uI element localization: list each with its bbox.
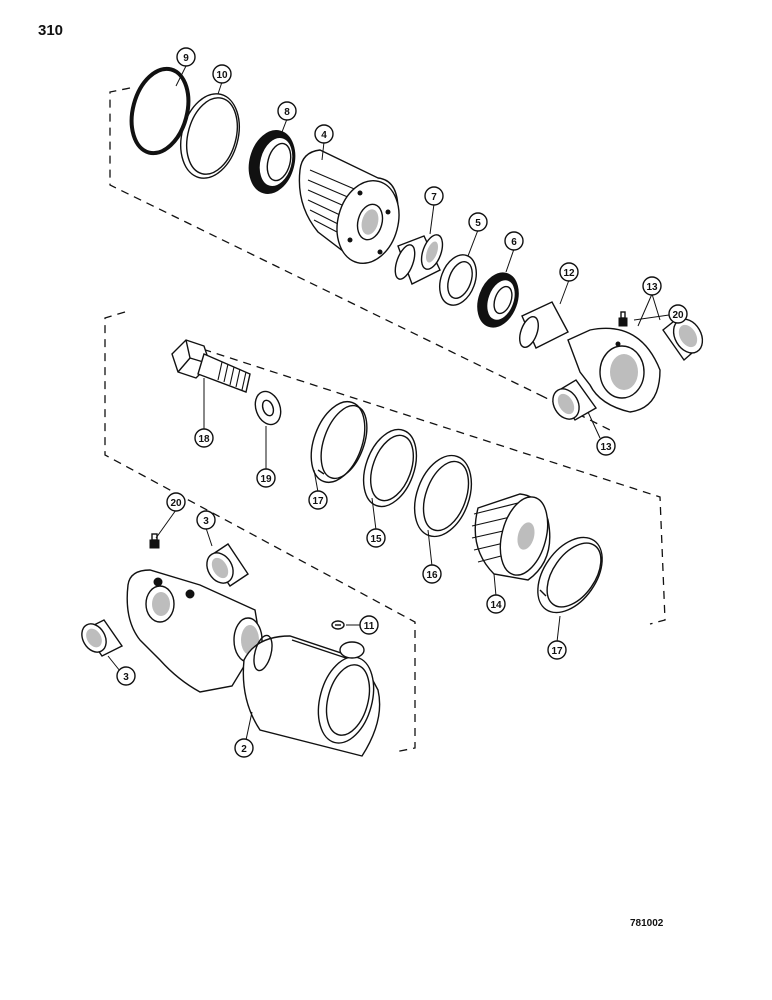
callout-19: 19: [256, 468, 276, 488]
part-12-sleeve: [519, 301, 569, 349]
part-2-barrel: [242, 634, 381, 757]
part-3-bushing-upper: [206, 543, 249, 587]
callout-12: 12: [559, 262, 579, 282]
part-18-bolt: [171, 339, 251, 393]
callout-15: 15: [366, 528, 386, 548]
part-14-piston: [471, 493, 551, 581]
callout-13-lower: 13: [596, 436, 616, 456]
callout-label: 3: [123, 672, 129, 683]
part-17-wear-ring-upper: [310, 400, 368, 484]
part-4-gland: [298, 149, 400, 265]
callout-17-upper: 17: [308, 490, 328, 510]
callout-label: 18: [198, 434, 210, 445]
callout-4: 4: [314, 124, 334, 144]
callout-label: 16: [426, 570, 438, 581]
callout-label: 17: [551, 646, 563, 657]
callout-label: 9: [183, 53, 189, 64]
callout-label: 6: [511, 237, 517, 248]
callout-label: 10: [216, 70, 228, 81]
callout-label: 12: [563, 268, 575, 279]
callout-label: 7: [431, 192, 437, 203]
part-19-washer: [254, 390, 282, 426]
callout-label: 20: [170, 498, 182, 509]
callout-label: 20: [672, 310, 684, 321]
part-20-grease-fitting-upper: [618, 311, 628, 327]
callout-5: 5: [468, 212, 488, 232]
callout-label: 13: [600, 442, 612, 453]
callout-9: 9: [176, 47, 196, 67]
callout-label: 2: [241, 744, 247, 755]
callout-16: 16: [422, 564, 442, 584]
callout-6: 6: [504, 231, 524, 251]
callout-13-upper: 13: [642, 276, 662, 296]
part-13-bushing-lower: [552, 379, 598, 421]
callout-label: 17: [312, 496, 324, 507]
part-7-bushing: [394, 234, 444, 285]
callout-label: 11: [364, 621, 375, 632]
callout-label: 8: [284, 107, 290, 118]
callout-17-lower: 17: [547, 640, 567, 660]
rod-end-eye: [567, 327, 661, 413]
callout-3-lower: 3: [116, 666, 136, 686]
part-6-rod-seal: [477, 272, 519, 328]
callout-label: 19: [260, 474, 272, 485]
part-5-seal-ring: [439, 254, 477, 306]
dashed-enclosure-upper: [109, 87, 611, 431]
part-10-backup-ring: [180, 93, 240, 179]
part-17-wear-ring-lower: [537, 536, 603, 614]
callout-20-lower: 20: [166, 492, 186, 512]
callout-18: 18: [194, 428, 214, 448]
callout-8: 8: [277, 101, 297, 121]
callout-label: 14: [490, 600, 502, 611]
dashed-enclosure-lower: [104, 311, 666, 753]
page-number: 310: [38, 22, 64, 39]
callout-label: 4: [321, 130, 327, 141]
callout-label: 3: [203, 516, 209, 527]
cylinder-base-end: [126, 569, 263, 693]
callout-2: 2: [234, 738, 254, 758]
callout-10: 10: [212, 64, 232, 84]
callout-7: 7: [424, 186, 444, 206]
part-15-seal: [362, 428, 418, 508]
part-3-bushing-lower: [81, 619, 124, 657]
callout-3-upper: 3: [196, 510, 216, 530]
part-11-bleeder-screw: [331, 620, 345, 630]
part-8-wiper-seal: [248, 130, 296, 194]
callout-label: 5: [475, 218, 481, 229]
callout-11: 11: [359, 615, 379, 635]
callout-label: 15: [370, 534, 382, 545]
figure-code: 781002: [630, 918, 664, 929]
callout-label: 13: [646, 282, 658, 293]
part-13-bushing-upper: [662, 317, 704, 362]
callout-14: 14: [486, 594, 506, 614]
callout-20-upper: 20: [668, 304, 688, 324]
